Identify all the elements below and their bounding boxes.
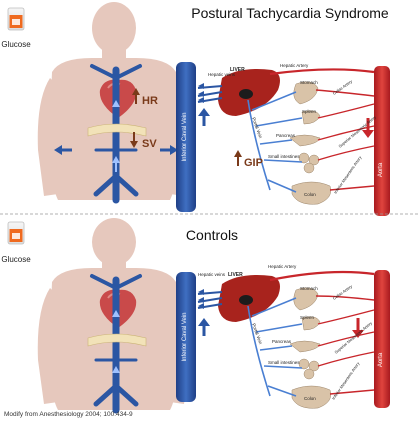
hepatic-veins-label: Hepatic veins: [208, 72, 236, 77]
hepatic-artery: [269, 68, 375, 76]
small-intestines-shape-bottom: [298, 358, 320, 380]
body-veins-bottom: [90, 274, 142, 414]
bottom-panel: Glucose Controls Inferior: [1, 218, 390, 414]
sup-mes-label-bottom: Superior Mesenteric Artery: [333, 320, 372, 354]
hepatic-vein-arrows-bottom: [198, 289, 204, 309]
portal-vein-system-bottom: [247, 297, 303, 397]
body-blood-arrows: [54, 100, 178, 172]
ivc-column: [176, 62, 196, 212]
colon-label: Colon: [304, 192, 316, 197]
bottom-title: Controls: [186, 227, 238, 243]
hr-label: HR: [142, 95, 158, 107]
stomach-label-bottom: Stomach: [300, 286, 318, 291]
glucose-glass-icon-bottom: [7, 221, 25, 245]
glucose-label: Glucose: [1, 40, 31, 49]
top-title: Postural Tachycardia Syndrome: [191, 5, 389, 21]
citation-text: Modify from Anesthesiology 2004; 100:434…: [4, 411, 133, 418]
colon-shape: [291, 181, 331, 205]
hepatic-artery-label: Hepatic Artery: [280, 63, 309, 68]
glucose-glass-icon: [7, 7, 25, 31]
hepatic-artery-label-bottom: Hepatic Artery: [268, 264, 297, 269]
liver-label-bottom: LIVER: [228, 272, 243, 278]
hr-indicator: HR: [132, 88, 158, 107]
aorta-column-bottom: [374, 270, 390, 408]
hepatic-veins-label-bottom: Hepatic veins: [198, 272, 226, 277]
colon-shape-bottom: [291, 385, 331, 409]
body-blood-arrows-bottom: [112, 310, 120, 373]
glucose-label-bottom: Glucose: [1, 255, 31, 264]
small-int-label-bottom: Small intestines: [268, 360, 300, 365]
small-intestines-shape: [298, 152, 320, 174]
ivc-column-bottom: [176, 272, 196, 402]
body-veins: [90, 64, 142, 204]
liver-label: LIVER: [230, 67, 245, 73]
spleen-label-bottom: Spleen: [300, 315, 315, 320]
pancreas-label: Pancreas: [276, 133, 296, 138]
ivc-up-arrow: [198, 108, 210, 126]
small-int-label: Small intestines: [268, 154, 300, 159]
aorta-label-bottom: Aorta: [378, 352, 384, 367]
aorta-down-arrow-bottom: [352, 318, 364, 338]
gut-arteries-bottom: [315, 295, 375, 395]
ivc-label: Inferior Caval Vein: [182, 112, 188, 161]
aorta-down-arrow: [362, 118, 374, 138]
aorta-label: Aorta: [378, 162, 384, 177]
spleen-label: Spleen: [302, 109, 317, 114]
pancreas-shape-bottom: [289, 340, 321, 353]
gut-arteries: [315, 89, 375, 191]
sv-indicator: SV: [130, 132, 157, 150]
hepatic-vein-arrows: [198, 83, 204, 103]
liver-hilum-bottom: [239, 295, 253, 305]
pancreas-shape: [289, 134, 321, 147]
stomach-label: Stomach: [300, 80, 318, 85]
spleen-shape: [301, 110, 321, 125]
stomach-shape: [293, 81, 319, 105]
gip-label: GIP: [244, 157, 263, 169]
ivc-label-bottom: Inferior Caval Vein: [182, 312, 188, 361]
spleen-shape-bottom: [301, 316, 321, 331]
liver-hilum: [239, 89, 253, 99]
pancreas-label-bottom: Pancreas: [272, 339, 292, 344]
diaphragm-shape-bottom: [87, 333, 147, 347]
colon-label-bottom: Colon: [304, 396, 316, 401]
aorta-column: [374, 66, 390, 216]
hepatic-artery-bottom: [269, 270, 375, 282]
top-panel: Glucose: [1, 2, 390, 216]
ivc-up-arrow-bottom: [198, 318, 210, 336]
stomach-shape-bottom: [293, 287, 319, 311]
gip-indicator: GIP: [234, 150, 263, 169]
portal-vein-system: [247, 91, 303, 193]
diaphragm-shape: [87, 123, 147, 137]
inf-mes-label-bottom: Inferior Mesenteric Artery: [331, 361, 361, 400]
sv-label: SV: [142, 138, 157, 150]
